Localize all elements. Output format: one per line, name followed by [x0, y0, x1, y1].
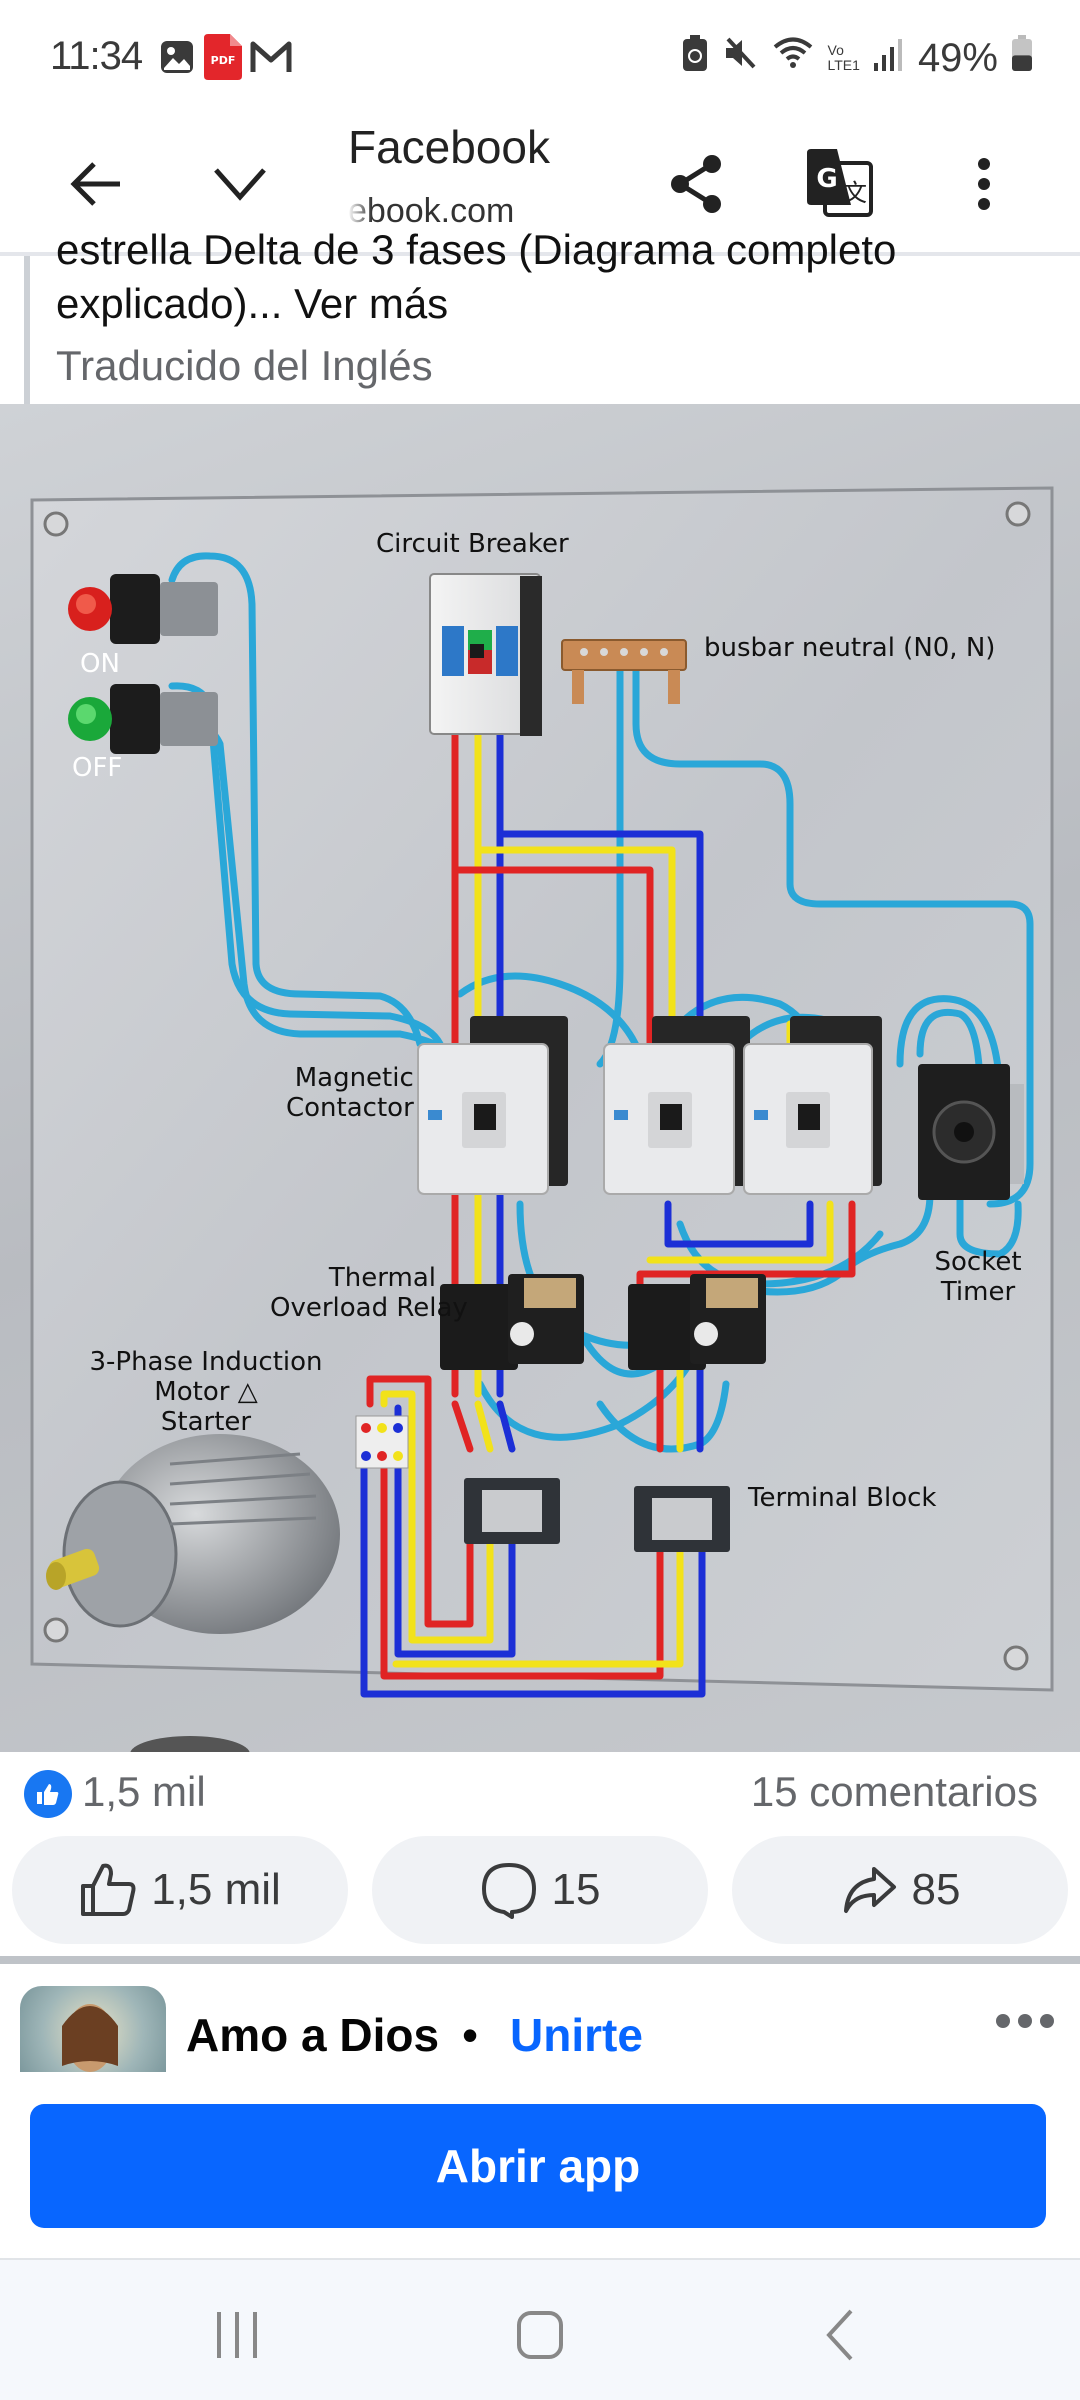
page-url[interactable]: ebook.com	[348, 192, 548, 231]
share-post-button[interactable]: 85	[732, 1836, 1068, 1944]
share-arrow-icon	[843, 1867, 896, 1913]
label-terminal-block: Terminal Block	[748, 1483, 937, 1513]
terminal-block-2	[634, 1486, 730, 1552]
see-more-link[interactable]: Ver más	[294, 280, 449, 327]
status-right: Vo LTE1 49%	[682, 34, 1032, 82]
label-thermal-overload-relay: Thermal Overload Relay	[270, 1263, 468, 1323]
comment-icon	[481, 1863, 536, 1919]
like-count[interactable]: 1,5 mil	[82, 1768, 206, 1815]
join-button[interactable]: Unirte	[510, 2009, 643, 2061]
pdf-icon: PDF	[204, 34, 242, 85]
caption-text: explicado)...	[56, 280, 295, 327]
like-button[interactable]: 1,5 mil	[12, 1836, 348, 1944]
wifi-icon	[772, 34, 814, 82]
magnetic-contactor-1	[417, 1016, 568, 1195]
next-post-header: Amo a Dios • Unirte	[0, 1964, 1080, 2134]
more-options-button[interactable]	[944, 144, 1024, 224]
socket-timer	[918, 1064, 1024, 1200]
magnetic-contactor-2	[603, 1016, 750, 1195]
dot-icon	[996, 2014, 1010, 2028]
comment-button[interactable]: 15	[372, 1836, 708, 1944]
caption-line-2: explicado)... Ver más	[56, 280, 448, 328]
page-name[interactable]: Amo a Dios	[186, 2009, 440, 2061]
share-button-label: 85	[911, 1865, 961, 1914]
like-badge-icon	[24, 1770, 72, 1818]
neutral-busbar	[561, 639, 687, 704]
status-bar: 11:34 PDF Vo LTE1 49%	[0, 0, 1080, 120]
comment-button-label: 15	[551, 1865, 601, 1914]
system-back-button[interactable]	[800, 2300, 880, 2370]
post-image[interactable]: Circuit Breaker busbar neutral (N0, N) O…	[0, 404, 1080, 1772]
reactions-bar: 1,5 mil 15 comentarios 1,5 mil 15 85	[0, 1752, 1080, 1952]
chevron-left-icon	[826, 2309, 853, 2361]
motor-terminal-box	[355, 1415, 409, 1469]
open-app-button[interactable]: Abrir app	[30, 2104, 1046, 2228]
thermal-overload-relay-1	[440, 1274, 584, 1370]
recents-button[interactable]	[198, 2300, 278, 2370]
kebab-menu-icon	[978, 158, 990, 210]
separator-dot: •	[462, 2009, 479, 2061]
label-socket-timer: Socket Timer	[934, 1247, 1022, 1307]
battery-percent: 49%	[917, 35, 998, 80]
dot-icon	[1018, 2014, 1032, 2028]
open-app-banner: Abrir app	[0, 2072, 1080, 2258]
svg-text:PDF: PDF	[211, 54, 236, 67]
page-title: Facebook	[348, 121, 551, 173]
battery-icon	[1012, 35, 1032, 81]
circuit-breaker	[429, 573, 542, 736]
dot-icon	[1040, 2014, 1054, 2028]
home-button[interactable]	[500, 2300, 580, 2370]
battery-saver-icon	[682, 35, 708, 81]
label-on: ON	[80, 649, 120, 679]
post-options-button[interactable]	[996, 2014, 1054, 2028]
volte-icon: Vo LTE1	[827, 42, 860, 73]
caption-line-1: estrella Delta de 3 fases (Diagrama comp…	[56, 226, 897, 273]
translated-note[interactable]: Traducido del Inglés	[56, 342, 433, 389]
label-circuit-breaker: Circuit Breaker	[376, 529, 569, 559]
terminal-block-1	[464, 1478, 560, 1544]
gallery-icon	[160, 40, 194, 79]
gmail-icon	[250, 40, 292, 79]
system-nav-bar	[0, 2258, 1080, 2400]
comment-count[interactable]: 15 comentarios	[750, 1768, 1038, 1815]
wiring-diagram-illustration	[30, 486, 1054, 1772]
label-motor: 3-Phase Induction Motor △ Starter	[89, 1347, 323, 1437]
thermal-overload-relay-2	[628, 1274, 766, 1370]
mute-icon	[722, 35, 758, 81]
share-icon	[671, 155, 721, 213]
label-magnetic-contactor: Magnetic Contactor	[286, 1063, 414, 1123]
induction-motor	[46, 1434, 340, 1634]
svg-text:文: 文	[843, 179, 867, 207]
status-time: 11:34	[50, 34, 143, 78]
like-icon	[81, 1863, 136, 1916]
magnetic-contactor-3	[743, 1016, 882, 1195]
off-push-button	[68, 684, 218, 754]
recents-icon	[217, 2312, 257, 2358]
post-caption: estrella Delta de 3 fases (Diagrama comp…	[0, 226, 1080, 404]
signal-icon	[873, 36, 904, 81]
back-button[interactable]	[56, 144, 136, 224]
post-divider	[0, 1956, 1080, 1964]
home-icon	[517, 2311, 563, 2359]
svg-text:G: G	[816, 164, 837, 194]
arrow-left-icon	[70, 162, 120, 206]
caption-quote-bar	[24, 256, 30, 404]
share-button[interactable]	[656, 144, 736, 224]
chevron-down-icon	[214, 168, 266, 201]
screw-icon	[43, 501, 1031, 1671]
label-off: OFF	[72, 753, 123, 783]
on-push-button	[68, 574, 218, 644]
label-busbar: busbar neutral (N0, N)	[704, 633, 996, 663]
like-button-label: 1,5 mil	[151, 1865, 281, 1914]
collapse-button[interactable]	[200, 144, 280, 224]
